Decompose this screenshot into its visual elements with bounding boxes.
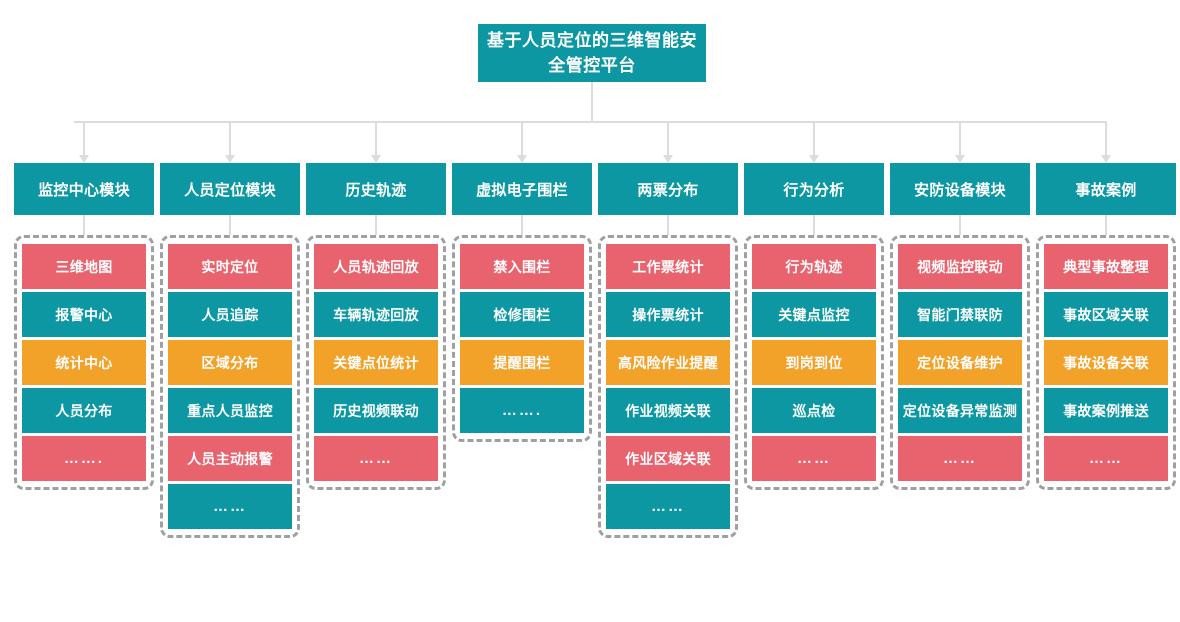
item-1-4[interactable]: 人员分布 [22, 388, 146, 433]
branch-drop-line [375, 122, 377, 156]
column-4: 虚拟电子围栏禁入围栏检修围栏提醒围栏……. [452, 163, 592, 442]
column-header-8[interactable]: 事故案例 [1036, 163, 1176, 215]
item-5-4[interactable]: 作业视频关联 [606, 388, 730, 433]
root-connector-stem [591, 82, 593, 122]
item-1-3[interactable]: 统计中心 [22, 340, 146, 385]
item-5-2[interactable]: 操作票统计 [606, 292, 730, 337]
column-header-6[interactable]: 行为分析 [744, 163, 884, 215]
root-title-box: 基于人员定位的三维智能安全管控平台 [478, 24, 706, 82]
item-ellipsis[interactable]: …… [606, 484, 730, 529]
header-to-group-connector [375, 215, 377, 235]
item-7-4[interactable]: 定位设备异常监测 [898, 388, 1022, 433]
header-to-group-connector [667, 215, 669, 235]
column-group-8: 典型事故整理事故区域关联事故设备关联事故案例推送…… [1036, 235, 1176, 490]
item-8-1[interactable]: 典型事故整理 [1044, 244, 1168, 289]
item-ellipsis[interactable]: ……. [460, 388, 584, 433]
item-7-1[interactable]: 视频监控联动 [898, 244, 1022, 289]
item-5-5[interactable]: 作业区域关联 [606, 436, 730, 481]
column-group-3: 人员轨迹回放车辆轨迹回放关键点位统计历史视频联动…… [306, 235, 446, 490]
column-header-2[interactable]: 人员定位模块 [160, 163, 300, 215]
item-ellipsis[interactable]: …… [752, 436, 876, 481]
item-6-2[interactable]: 关键点监控 [752, 292, 876, 337]
column-8: 事故案例典型事故整理事故区域关联事故设备关联事故案例推送…… [1036, 163, 1176, 490]
column-header-4[interactable]: 虚拟电子围栏 [452, 163, 592, 215]
branch-arrow-icon [663, 155, 673, 163]
item-7-2[interactable]: 智能门禁联防 [898, 292, 1022, 337]
item-3-2[interactable]: 车辆轨迹回放 [314, 292, 438, 337]
column-1: 监控中心模块三维地图报警中心统计中心人员分布……. [14, 163, 154, 490]
item-8-3[interactable]: 事故设备关联 [1044, 340, 1168, 385]
header-to-group-connector [959, 215, 961, 235]
item-6-3[interactable]: 到岗到位 [752, 340, 876, 385]
item-3-3[interactable]: 关键点位统计 [314, 340, 438, 385]
column-header-3[interactable]: 历史轨迹 [306, 163, 446, 215]
header-to-group-connector [229, 215, 231, 235]
column-group-1: 三维地图报警中心统计中心人员分布……. [14, 235, 154, 490]
item-ellipsis[interactable]: …… [898, 436, 1022, 481]
item-3-1[interactable]: 人员轨迹回放 [314, 244, 438, 289]
item-5-3[interactable]: 高风险作业提醒 [606, 340, 730, 385]
item-4-1[interactable]: 禁入围栏 [460, 244, 584, 289]
item-6-1[interactable]: 行为轨迹 [752, 244, 876, 289]
column-2: 人员定位模块实时定位人员追踪区域分布重点人员监控人员主动报警…… [160, 163, 300, 538]
column-group-4: 禁入围栏检修围栏提醒围栏……. [452, 235, 592, 442]
branch-drop-line [1105, 122, 1107, 156]
branch-drop-line [521, 122, 523, 156]
item-ellipsis[interactable]: …… [1044, 436, 1168, 481]
column-group-6: 行为轨迹关键点监控到岗到位巡点检…… [744, 235, 884, 490]
item-2-4[interactable]: 重点人员监控 [168, 388, 292, 433]
item-1-2[interactable]: 报警中心 [22, 292, 146, 337]
branch-drop-line [83, 122, 85, 156]
item-3-4[interactable]: 历史视频联动 [314, 388, 438, 433]
column-6: 行为分析行为轨迹关键点监控到岗到位巡点检…… [744, 163, 884, 490]
item-8-2[interactable]: 事故区域关联 [1044, 292, 1168, 337]
branch-arrow-icon [1101, 155, 1111, 163]
column-3: 历史轨迹人员轨迹回放车辆轨迹回放关键点位统计历史视频联动…… [306, 163, 446, 490]
item-2-3[interactable]: 区域分布 [168, 340, 292, 385]
branch-drop-line [229, 122, 231, 156]
item-5-1[interactable]: 工作票统计 [606, 244, 730, 289]
column-header-1[interactable]: 监控中心模块 [14, 163, 154, 215]
column-group-7: 视频监控联动智能门禁联防定位设备维护定位设备异常监测…… [890, 235, 1030, 490]
branch-arrow-icon [79, 155, 89, 163]
item-ellipsis[interactable]: ……. [22, 436, 146, 481]
branch-arrow-icon [955, 155, 965, 163]
item-6-4[interactable]: 巡点检 [752, 388, 876, 433]
item-1-1[interactable]: 三维地图 [22, 244, 146, 289]
branch-arrow-icon [371, 155, 381, 163]
header-to-group-connector [1105, 215, 1107, 235]
branch-arrow-icon [225, 155, 235, 163]
column-header-7[interactable]: 安防设备模块 [890, 163, 1030, 215]
header-to-group-connector [521, 215, 523, 235]
header-to-group-connector [83, 215, 85, 235]
branch-arrow-icon [517, 155, 527, 163]
item-4-3[interactable]: 提醒围栏 [460, 340, 584, 385]
column-group-2: 实时定位人员追踪区域分布重点人员监控人员主动报警…… [160, 235, 300, 538]
item-ellipsis[interactable]: …… [314, 436, 438, 481]
item-2-1[interactable]: 实时定位 [168, 244, 292, 289]
item-ellipsis[interactable]: …… [168, 484, 292, 529]
branch-drop-line [667, 122, 669, 156]
item-2-5[interactable]: 人员主动报警 [168, 436, 292, 481]
header-to-group-connector [813, 215, 815, 235]
item-8-4[interactable]: 事故案例推送 [1044, 388, 1168, 433]
column-header-5[interactable]: 两票分布 [598, 163, 738, 215]
branch-drop-line [813, 122, 815, 156]
item-4-2[interactable]: 检修围栏 [460, 292, 584, 337]
item-2-2[interactable]: 人员追踪 [168, 292, 292, 337]
branch-drop-line [959, 122, 961, 156]
column-5: 两票分布工作票统计操作票统计高风险作业提醒作业视频关联作业区域关联…… [598, 163, 738, 538]
horizontal-bus-line [74, 121, 1107, 123]
column-group-5: 工作票统计操作票统计高风险作业提醒作业视频关联作业区域关联…… [598, 235, 738, 538]
branch-arrow-icon [809, 155, 819, 163]
column-7: 安防设备模块视频监控联动智能门禁联防定位设备维护定位设备异常监测…… [890, 163, 1030, 490]
item-7-3[interactable]: 定位设备维护 [898, 340, 1022, 385]
